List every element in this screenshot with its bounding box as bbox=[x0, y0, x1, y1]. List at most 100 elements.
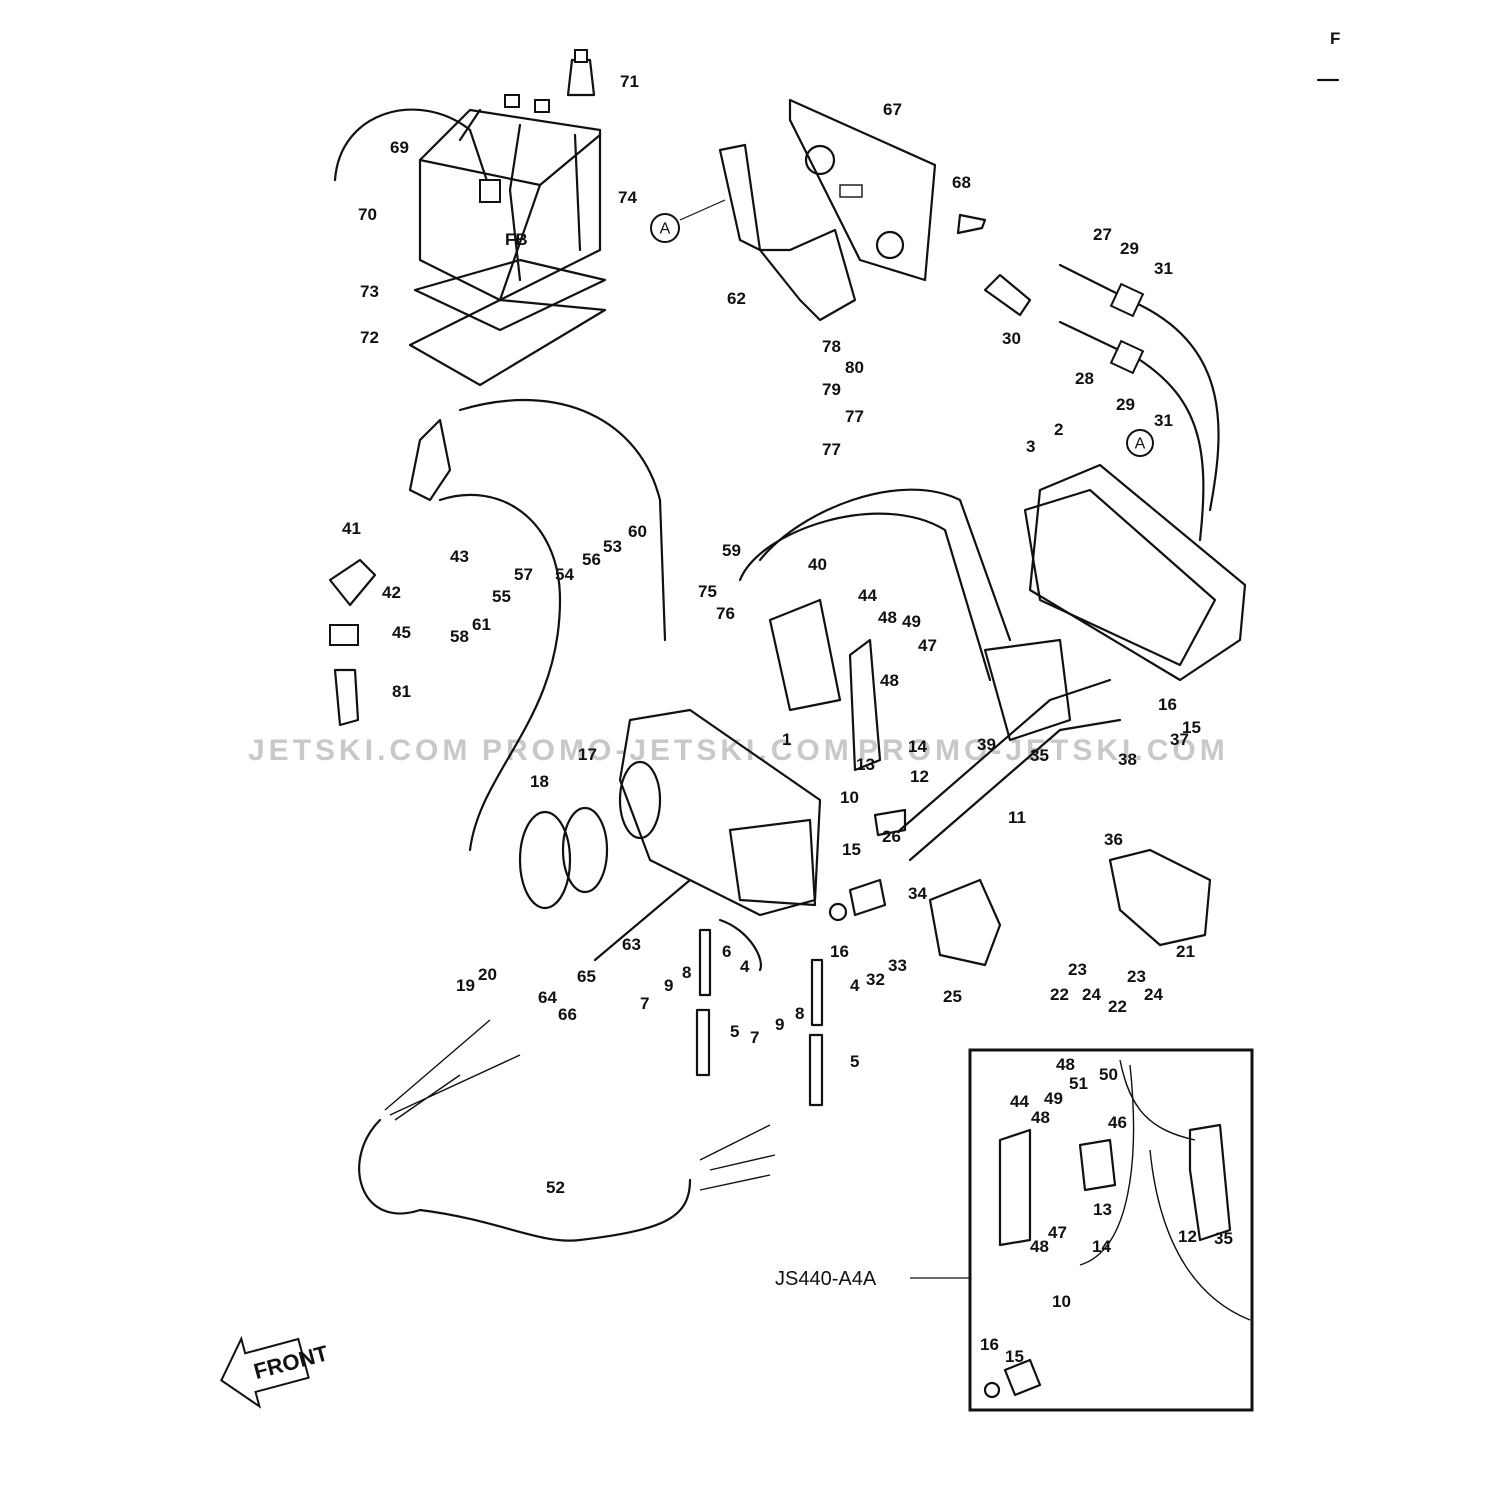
battery-mat-top bbox=[413, 258, 607, 332]
part-callout: 55 bbox=[492, 587, 511, 606]
part-callout: 73 bbox=[360, 282, 379, 301]
cable-nut-29 bbox=[1109, 282, 1145, 318]
part-callout: 25 bbox=[943, 987, 962, 1006]
connector-15 bbox=[848, 878, 887, 917]
part-callout: 8 bbox=[682, 963, 691, 982]
harness-wire bbox=[898, 678, 1112, 832]
part-callout: 74 bbox=[618, 188, 637, 207]
battery-top-edge bbox=[418, 133, 602, 187]
electric-box-gasket-3 bbox=[1023, 488, 1217, 667]
rectifier-40 bbox=[768, 598, 842, 712]
part-callout: 4 bbox=[850, 976, 860, 995]
part-callout: 49 bbox=[1044, 1089, 1063, 1108]
part-callout: 24 bbox=[1082, 985, 1101, 1004]
part-callout: 10 bbox=[1052, 1292, 1071, 1311]
battery-cable-clip bbox=[479, 179, 501, 203]
cables-group: A bbox=[983, 263, 1220, 542]
part-callout: 20 bbox=[478, 965, 497, 984]
part-callout: 12 bbox=[910, 767, 929, 786]
part-callout: 15 bbox=[1005, 1347, 1024, 1366]
harness-wire bbox=[908, 718, 1122, 862]
part-callout: 14 bbox=[908, 737, 927, 756]
watermark: JETSKI.COM bbox=[248, 734, 471, 767]
tube-5 bbox=[695, 1008, 711, 1077]
part-callout: 60 bbox=[628, 522, 647, 541]
part-callout: 70 bbox=[358, 205, 377, 224]
part-callout: 42 bbox=[382, 583, 401, 602]
part-callout: 19 bbox=[456, 976, 475, 995]
battery-strap bbox=[458, 108, 522, 282]
part-callout: 47 bbox=[918, 636, 937, 655]
part-callout: 49 bbox=[902, 612, 921, 631]
inset-part-46 bbox=[1078, 1138, 1117, 1192]
battery-strap-2 bbox=[573, 133, 582, 252]
part-callout: 79 bbox=[822, 380, 841, 399]
part-callout: 6 bbox=[722, 942, 731, 961]
part-callout: 12 bbox=[1178, 1227, 1197, 1246]
part-callout: 31 bbox=[1154, 259, 1173, 278]
part-callout: 16 bbox=[1158, 695, 1177, 714]
part-callout: 21 bbox=[1176, 942, 1195, 961]
variant-inset: JS440-A4A bbox=[775, 1048, 1254, 1412]
part-callout: 7 bbox=[640, 994, 649, 1013]
part-callout: 71 bbox=[620, 72, 639, 91]
front-arrow: FRONT bbox=[220, 1335, 331, 1409]
bracket-plate-67 bbox=[788, 98, 937, 282]
part-callout: 48 bbox=[1030, 1237, 1049, 1256]
part-callout: 7 bbox=[750, 1028, 759, 1047]
part-callout: 46 bbox=[1108, 1113, 1127, 1132]
part-callout: 13 bbox=[856, 755, 875, 774]
part-callout: 5 bbox=[850, 1052, 859, 1071]
stud-63 bbox=[593, 878, 692, 962]
watermark-group: JETSKI.COM PROMO-JETSKI.COM PROMO-JETSKI… bbox=[248, 734, 1225, 767]
part-callout: 17 bbox=[578, 745, 597, 764]
battery-vent-cap bbox=[566, 58, 596, 97]
cable-27 bbox=[1058, 263, 1220, 512]
part-callout: 51 bbox=[1069, 1074, 1088, 1093]
inset-ignitor bbox=[1188, 1123, 1232, 1242]
model-label: JS440-A4A bbox=[775, 1268, 877, 1290]
cap-30 bbox=[983, 273, 1032, 317]
battery-logo: FB bbox=[505, 230, 528, 249]
wiring-harness bbox=[738, 488, 1212, 967]
part-callout: 58 bbox=[450, 627, 469, 646]
part-callout: 76 bbox=[716, 604, 735, 623]
part-callout: 22 bbox=[1108, 997, 1127, 1016]
part-callout: 43 bbox=[450, 547, 469, 566]
callout-layer: 7167697074687372622729313028293178807977… bbox=[342, 72, 1233, 1366]
part-callout: 61 bbox=[472, 615, 491, 634]
screw-68 bbox=[956, 213, 987, 235]
part-callout: 62 bbox=[727, 289, 746, 308]
part-callout: 23 bbox=[1127, 967, 1146, 986]
part-callout: 31 bbox=[1154, 411, 1173, 430]
part-callout: 81 bbox=[392, 682, 411, 701]
part-callout: 52 bbox=[546, 1178, 565, 1197]
part-callout: 37 bbox=[1170, 730, 1189, 749]
part-callout: 59 bbox=[722, 541, 741, 560]
part-callout: 1 bbox=[782, 730, 791, 749]
coil-flange bbox=[618, 760, 662, 840]
cable-nut-29 bbox=[1109, 339, 1145, 375]
part-callout: 77 bbox=[845, 407, 864, 426]
part-callout: 35 bbox=[1030, 746, 1049, 765]
part-callout: 48 bbox=[878, 608, 897, 627]
part-callout: 48 bbox=[1056, 1055, 1075, 1074]
sub-harness-52 bbox=[358, 1019, 776, 1242]
electric-box bbox=[1023, 463, 1247, 682]
part-callout: 9 bbox=[775, 1015, 784, 1034]
plug-cap bbox=[408, 418, 452, 502]
part-callout: 30 bbox=[1002, 329, 1021, 348]
front-arrow-shape bbox=[220, 1335, 310, 1409]
part-callout: 54 bbox=[555, 565, 574, 584]
watermark: PROMO-JETSKI.COM bbox=[482, 734, 853, 767]
part-callout: 16 bbox=[830, 942, 849, 961]
part-callout: 33 bbox=[888, 956, 907, 975]
part-callout: 66 bbox=[558, 1005, 577, 1024]
part-callout: 2 bbox=[1054, 420, 1063, 439]
ignitor-35 bbox=[983, 638, 1072, 742]
inset-connector bbox=[1003, 1358, 1042, 1397]
part-callout: 40 bbox=[808, 555, 827, 574]
bracket-44 bbox=[848, 638, 882, 772]
plug-lead-a bbox=[458, 398, 667, 642]
part-callout: 67 bbox=[883, 100, 902, 119]
